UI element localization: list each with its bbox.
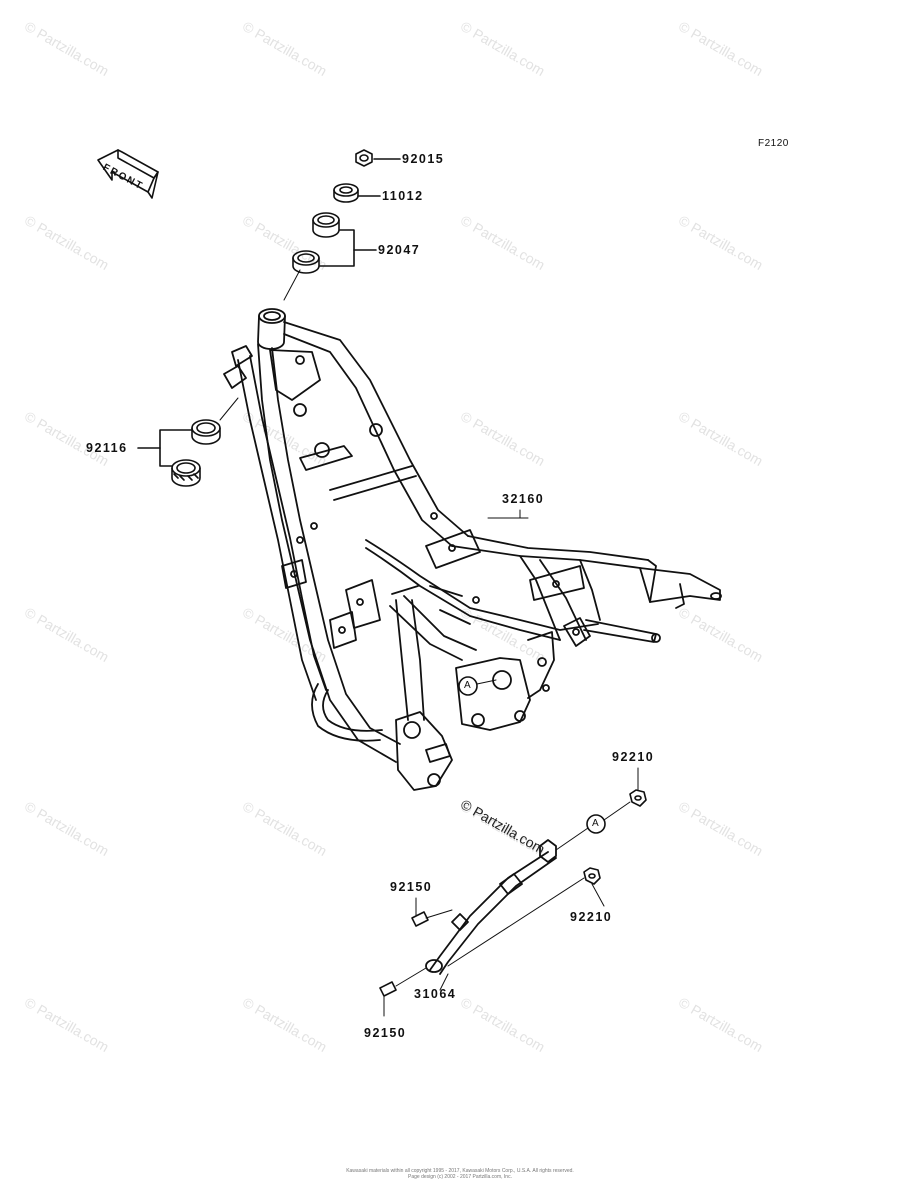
diagram-code: F2120 — [758, 138, 789, 149]
washer-11012-icon — [333, 183, 359, 203]
ref-marker-a-lower-icon — [586, 814, 606, 834]
front-arrow-icon — [97, 149, 159, 199]
footer-line-1: Kawasaki materials within all copyright … — [346, 1168, 574, 1174]
bracket-31064-icon — [425, 839, 557, 975]
ref-marker-a-frame: A — [464, 680, 471, 691]
part-label-92150-upper[interactable]: 92150 — [390, 880, 433, 894]
part-label-32160[interactable]: 32160 — [502, 492, 545, 506]
bearing-lower-icon — [292, 250, 320, 274]
footer-line-2: Page design (c) 2002 - 2017 Partzilla.co… — [408, 1174, 512, 1180]
nut-92015-icon — [355, 149, 373, 167]
seal-upper-icon — [191, 419, 221, 445]
ref-marker-a-lower: A — [592, 818, 599, 829]
part-label-92047[interactable]: 92047 — [378, 243, 421, 257]
bolt-92150-lower-icon — [379, 981, 397, 997]
part-label-31064[interactable]: 31064 — [414, 987, 457, 1001]
footer-copyright: Kawasaki materials within all copyright … — [330, 1168, 590, 1180]
bearing-upper-icon — [312, 212, 340, 238]
ref-marker-a-frame-icon — [458, 676, 478, 696]
part-label-92150-lower[interactable]: 92150 — [364, 1026, 407, 1040]
part-label-92116[interactable]: 92116 — [86, 441, 128, 455]
part-label-92015[interactable]: 92015 — [402, 152, 445, 166]
frame-32160-icon — [223, 308, 722, 791]
seal-lower-icon — [171, 459, 201, 487]
bolt-92150-upper-icon — [411, 911, 429, 927]
part-label-92210-lower[interactable]: 92210 — [570, 910, 613, 924]
part-label-92210-upper[interactable]: 92210 — [612, 750, 655, 764]
nut-92210-lower-icon — [583, 867, 601, 885]
nut-92210-upper-icon — [629, 789, 647, 807]
part-label-11012[interactable]: 11012 — [382, 189, 424, 203]
